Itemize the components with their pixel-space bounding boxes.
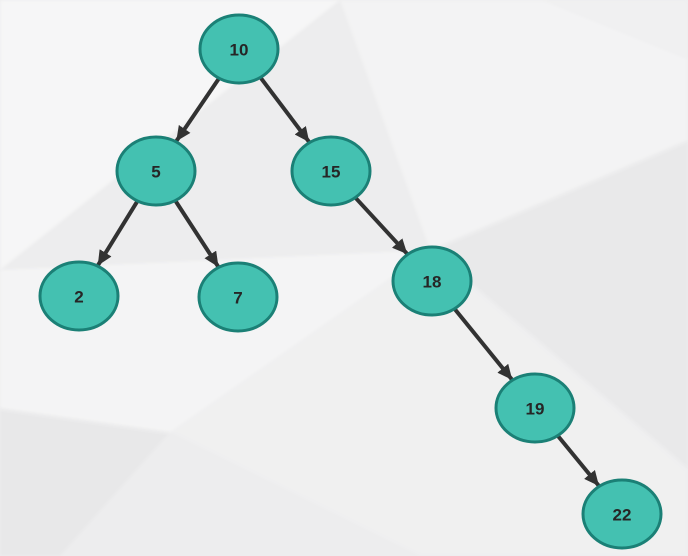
tree-edges (96, 76, 601, 487)
tree-node-circle-2 (38, 260, 120, 332)
tree-node-circle-10 (198, 13, 280, 85)
tree-edge-5-2 (96, 200, 139, 267)
tree-edge-19-22 (556, 435, 601, 487)
tree-node-18: 18 (391, 245, 473, 317)
tree-edge-10-5 (174, 77, 221, 143)
tree-edge-10-15 (259, 76, 311, 144)
tree-node-circle-15 (290, 135, 372, 207)
tree-node-circle-7 (197, 261, 279, 333)
tree-node-circle-22 (581, 478, 663, 550)
tree-node-15: 15 (290, 135, 372, 207)
tree-node-22: 22 (581, 478, 663, 550)
tree-edge-18-19 (453, 308, 514, 381)
tree-edge-15-18 (354, 196, 409, 256)
tree-node-circle-18 (391, 245, 473, 317)
tree-node-10: 10 (198, 13, 280, 85)
tree-node-circle-19 (494, 372, 576, 444)
tree-node-5: 5 (115, 135, 197, 207)
tree-node-7: 7 (197, 261, 279, 333)
tree-edge-5-7 (174, 200, 220, 268)
tree-node-19: 19 (494, 372, 576, 444)
tree-node-circle-5 (115, 135, 197, 207)
tree-node-2: 2 (38, 260, 120, 332)
